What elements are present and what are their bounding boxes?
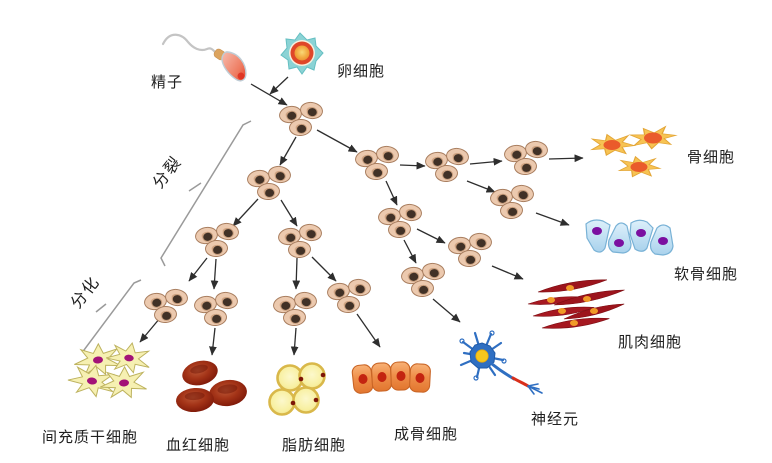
- arrow: [535, 212, 570, 226]
- fat-cells-illustration: [268, 362, 326, 416]
- arrow: [269, 76, 289, 95]
- arrow: [232, 198, 259, 227]
- sperm-label: 精子: [151, 75, 184, 91]
- muscle-label: 肌肉细胞: [618, 335, 683, 351]
- arrow: [210, 258, 219, 290]
- osteoblast-cells-illustration: [351, 361, 431, 394]
- arrow: [491, 265, 524, 280]
- arrow: [292, 257, 301, 290]
- arrow: [316, 129, 358, 153]
- muscle-cells-illustration: [527, 279, 625, 329]
- arrow: [188, 257, 208, 282]
- arrow: [311, 256, 337, 282]
- bracket: [160, 120, 252, 267]
- msc-label: 间充质干细胞: [42, 430, 139, 446]
- sperm-illustration: [161, 33, 247, 82]
- arrow: [279, 136, 297, 166]
- arrow: [399, 161, 426, 170]
- bracket-tick: [188, 182, 202, 192]
- bracket-tick: [95, 303, 107, 313]
- arrow: [416, 228, 446, 244]
- arrow: [432, 298, 461, 323]
- arrow: [250, 83, 288, 106]
- arrow: [403, 239, 417, 264]
- egg-cell-illustration: [280, 32, 324, 75]
- arrow: [356, 313, 381, 348]
- edges-layer: [139, 76, 584, 356]
- arrow: [209, 327, 217, 356]
- arrow: [385, 180, 398, 206]
- rbc-label: 血红细胞: [166, 438, 231, 454]
- arrow: [280, 199, 298, 227]
- mesenchymal-stem-cells-illustration: [67, 342, 151, 399]
- arrow: [466, 180, 496, 193]
- bone-cells-illustration: [590, 125, 678, 178]
- neuron-illustration: [459, 330, 543, 395]
- osteoblast-label: 成骨细胞: [394, 427, 459, 443]
- neuron-label: 神经元: [531, 412, 580, 428]
- arrow: [290, 327, 299, 356]
- bone-label: 骨细胞: [687, 150, 736, 166]
- red-blood-cells-illustration: [176, 360, 247, 413]
- arrow: [548, 154, 584, 163]
- arrow: [469, 157, 503, 166]
- cartilage-cells-illustration: [585, 219, 674, 256]
- fat-label: 脂肪细胞: [282, 438, 347, 454]
- arrow: [139, 317, 161, 343]
- cartilage-label: 软骨细胞: [674, 267, 739, 283]
- egg-label: 卵细胞: [337, 64, 386, 80]
